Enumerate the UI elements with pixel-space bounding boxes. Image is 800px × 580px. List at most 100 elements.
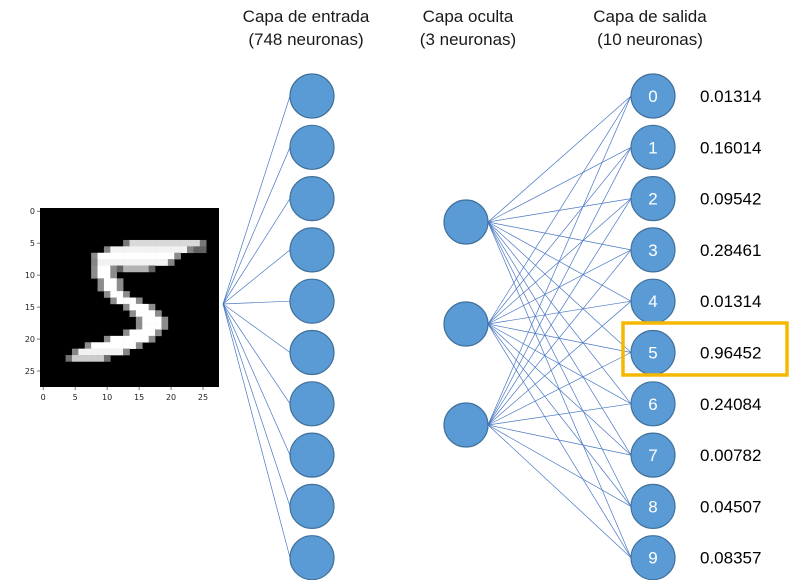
digit-pixel bbox=[148, 252, 156, 260]
hidden-output-connection bbox=[487, 95, 632, 325]
digit-pixel bbox=[97, 355, 105, 362]
hidden-neuron bbox=[443, 301, 489, 347]
hidden-output-connection bbox=[487, 147, 632, 325]
digit-pixel bbox=[110, 259, 118, 266]
output-neuron-label: 1 bbox=[648, 138, 657, 157]
digit-pixel bbox=[78, 348, 86, 356]
digit-pixel bbox=[71, 348, 79, 356]
digit-pixel bbox=[110, 297, 118, 305]
digit-pixel bbox=[110, 348, 118, 356]
digit-pixel bbox=[187, 246, 194, 254]
output-value: 0.09542 bbox=[700, 190, 761, 209]
digit-pixel bbox=[129, 252, 137, 260]
digit-pixel bbox=[135, 246, 143, 254]
input-neuron bbox=[289, 432, 335, 478]
digit-pixel bbox=[103, 335, 111, 343]
hidden-output-connection bbox=[487, 147, 632, 426]
digit-pixel bbox=[110, 271, 118, 279]
input-layer-title: Capa de entrada bbox=[243, 7, 370, 26]
hidden-output-connection bbox=[487, 323, 632, 507]
digit-pixel bbox=[129, 303, 137, 311]
output-value: 0.01314 bbox=[700, 292, 761, 311]
digit-pixel bbox=[103, 291, 111, 298]
digit-pixel bbox=[135, 239, 143, 247]
output-neuron bbox=[630, 176, 676, 222]
digit-pixel bbox=[123, 342, 130, 349]
output-neuron-label: 3 bbox=[648, 241, 657, 260]
input-neuron bbox=[289, 176, 335, 222]
digit-pixel bbox=[142, 239, 149, 247]
digit-pixel bbox=[148, 316, 156, 324]
digit-pixel bbox=[103, 265, 111, 273]
input-connection bbox=[222, 303, 291, 558]
hidden-output-connection bbox=[487, 424, 632, 456]
digit-pixel bbox=[174, 252, 181, 260]
output-neuron bbox=[630, 124, 676, 170]
digit-pixel bbox=[199, 246, 207, 254]
digit-pixel bbox=[123, 259, 130, 266]
x-tick-label: 10 bbox=[102, 393, 112, 402]
digit-pixel bbox=[142, 335, 149, 343]
digit-pixel bbox=[123, 348, 130, 356]
digit-pixel bbox=[148, 259, 156, 266]
hidden-output-connection bbox=[487, 249, 632, 325]
digit-pixel bbox=[148, 303, 156, 311]
digit-pixel bbox=[103, 259, 111, 266]
hidden-output-connection bbox=[487, 146, 632, 223]
input-layer-subtitle: (748 neuronas) bbox=[248, 30, 363, 49]
input-connection bbox=[222, 300, 291, 305]
digit-pixel bbox=[91, 271, 98, 279]
digit-pixel bbox=[142, 329, 149, 337]
y-tick-label: 5 bbox=[30, 239, 35, 248]
output-neuron bbox=[630, 73, 676, 119]
digit-pixel bbox=[123, 335, 130, 343]
digit-pixel bbox=[91, 265, 98, 273]
digit-pixel bbox=[142, 252, 149, 260]
input-connections bbox=[222, 95, 291, 558]
output-layer-subtitle: (10 neuronas) bbox=[597, 30, 703, 49]
digit-pixel bbox=[148, 310, 156, 317]
digit-pixel bbox=[135, 329, 143, 337]
input-neuron bbox=[289, 329, 335, 376]
hidden-output-connection bbox=[487, 323, 632, 353]
output-neuron-label: 0 bbox=[648, 87, 657, 106]
digit-pixel bbox=[84, 348, 92, 356]
hidden-output-connection bbox=[487, 323, 632, 405]
digit-pixel bbox=[110, 278, 118, 286]
output-neuron bbox=[630, 381, 676, 427]
digit-pixel bbox=[97, 278, 105, 286]
digit-pixel bbox=[103, 355, 111, 362]
input-connection bbox=[222, 303, 291, 456]
digit-pixel bbox=[129, 297, 137, 305]
digit-pixel bbox=[129, 342, 137, 349]
digit-pixel bbox=[199, 239, 207, 247]
hidden-layer-neurons bbox=[443, 199, 489, 448]
digit-pixel bbox=[110, 246, 118, 254]
digit-pixels bbox=[65, 239, 207, 362]
input-connection bbox=[222, 95, 291, 305]
input-connection bbox=[222, 198, 291, 305]
digit-pixel bbox=[103, 284, 111, 292]
digit-pixel bbox=[110, 291, 118, 298]
digit-pixel bbox=[116, 297, 124, 305]
digit-pixel bbox=[135, 259, 143, 266]
digit-pixel bbox=[155, 246, 162, 254]
digit-pixel bbox=[116, 259, 124, 266]
hidden-output-connection bbox=[487, 424, 632, 507]
digit-pixel bbox=[110, 335, 118, 343]
digit-pixel bbox=[161, 259, 169, 266]
hidden-output-connection bbox=[487, 198, 632, 426]
digit-pixel bbox=[116, 252, 124, 260]
digit-pixel bbox=[91, 342, 98, 349]
digit-pixel bbox=[155, 239, 162, 247]
hidden-output-connection bbox=[487, 249, 632, 426]
x-tick-label: 5 bbox=[73, 393, 78, 402]
digit-pixel bbox=[129, 259, 137, 266]
input-layer-neurons bbox=[289, 73, 335, 580]
output-neuron-label: 9 bbox=[648, 549, 657, 568]
digit-pixel bbox=[142, 246, 149, 254]
digit-pixel bbox=[135, 252, 143, 260]
output-values: 0.013140.160140.095420.284610.013140.964… bbox=[700, 87, 761, 568]
